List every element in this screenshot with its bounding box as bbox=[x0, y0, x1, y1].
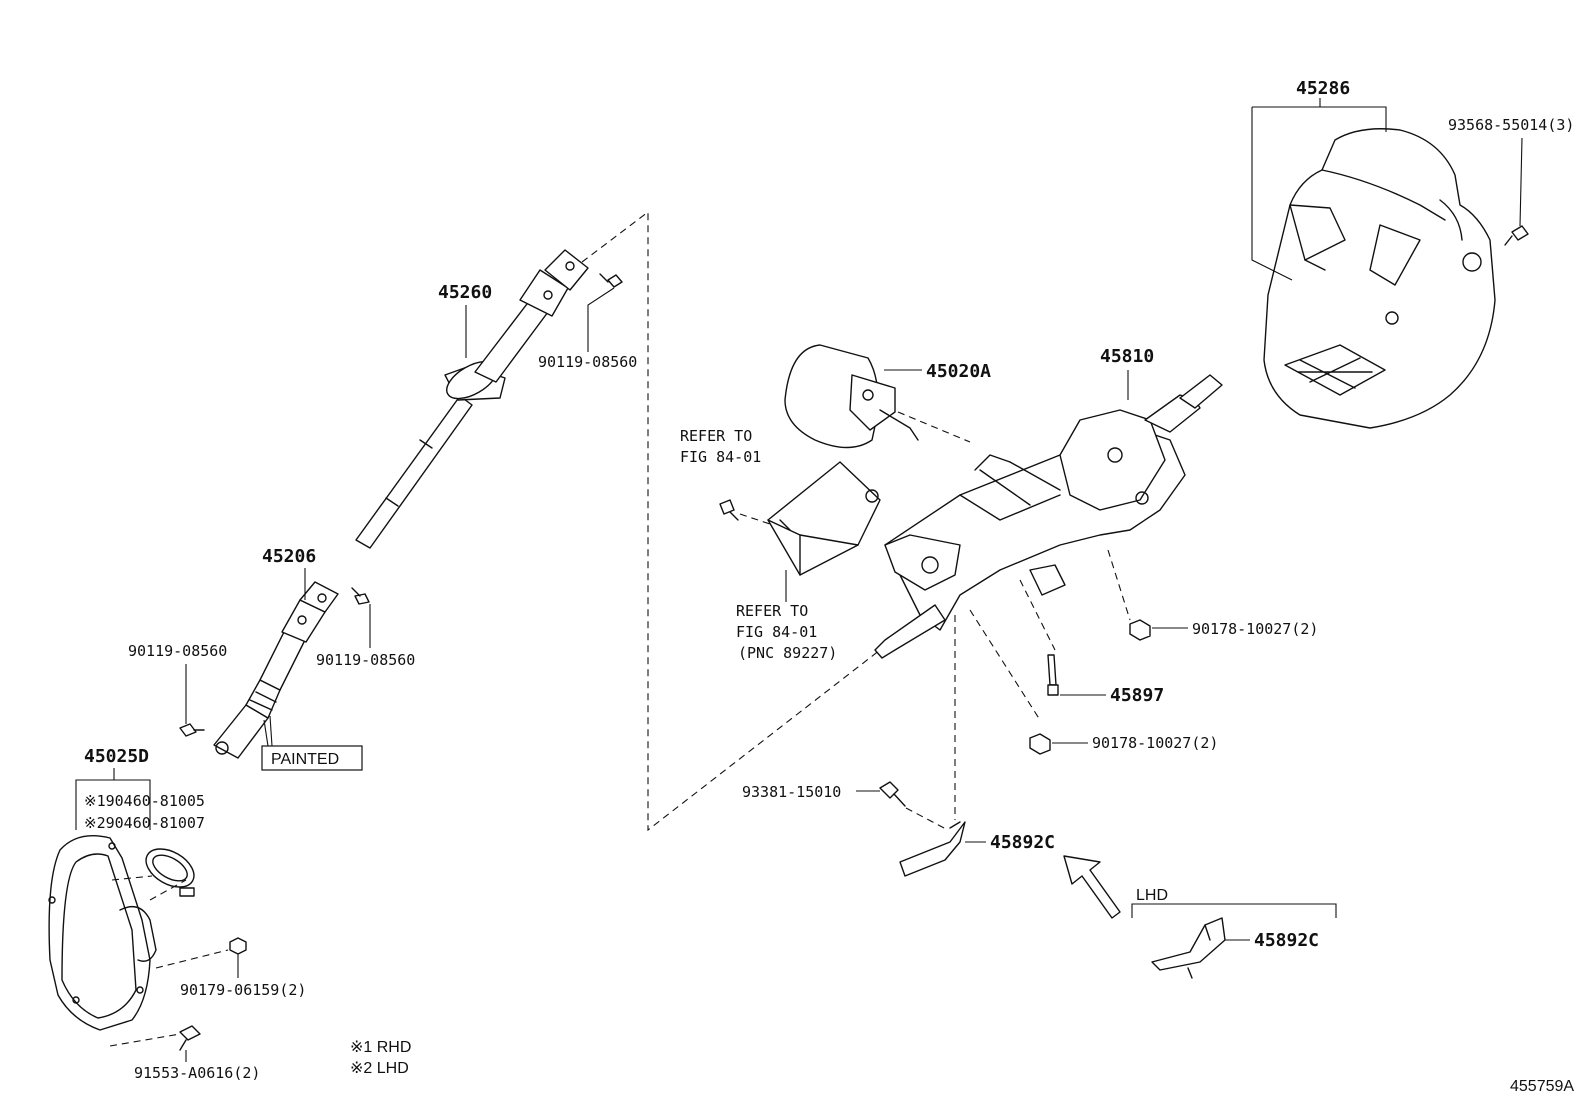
hose-clamp-part[interactable] bbox=[139, 841, 200, 897]
label-90119-top: 90119-08560 bbox=[538, 353, 637, 371]
bolt-91553-part[interactable] bbox=[179, 1025, 201, 1051]
note-1-part: ※190460-81005 bbox=[84, 792, 205, 810]
bolt-93381-part[interactable] bbox=[879, 781, 906, 807]
label-45897: 45897 bbox=[1110, 685, 1164, 706]
label-45025D: 45025D bbox=[84, 746, 149, 767]
steering-column-part[interactable] bbox=[874, 374, 1223, 659]
refer-upper-line2: FIG 84-01 bbox=[680, 448, 761, 466]
screw-refer-part[interactable] bbox=[719, 499, 739, 521]
column-cover-part[interactable] bbox=[1263, 128, 1496, 429]
note-2-part: ※290460-81007 bbox=[84, 814, 205, 832]
painted-box bbox=[261, 745, 363, 771]
refer-upper-line1: REFER TO bbox=[680, 427, 752, 445]
bracket-45892C-upper-part[interactable] bbox=[899, 821, 966, 877]
label-90119-right: 90119-08560 bbox=[316, 651, 415, 669]
nut-90179-part[interactable] bbox=[229, 937, 247, 955]
ecu-module-part[interactable] bbox=[767, 461, 881, 576]
nut-90178-lower-part[interactable] bbox=[1029, 733, 1051, 755]
dash-cover-part[interactable] bbox=[48, 835, 157, 1031]
bolt-90119-right-part[interactable] bbox=[351, 587, 370, 605]
legend-lhd: ※2 LHD bbox=[350, 1060, 409, 1077]
label-93381: 93381-15010 bbox=[742, 783, 841, 801]
label-painted: PAINTED bbox=[271, 751, 339, 768]
legend-rhd: ※1 RHD bbox=[350, 1039, 411, 1056]
label-93568: 93568-55014(3) bbox=[1448, 116, 1574, 134]
steering-lock-part[interactable] bbox=[784, 344, 919, 449]
nut-90178-right-part[interactable] bbox=[1129, 619, 1151, 641]
label-45892C-upper: 45892C bbox=[990, 832, 1055, 853]
label-90179: 90179-06159(2) bbox=[180, 981, 306, 999]
label-45286: 45286 bbox=[1296, 78, 1350, 99]
label-45810: 45810 bbox=[1100, 346, 1154, 367]
label-45206: 45206 bbox=[262, 546, 316, 567]
label-lhd: LHD bbox=[1136, 887, 1168, 904]
bolt-90119-left-part[interactable] bbox=[179, 723, 205, 737]
label-91553: 91553-A0616(2) bbox=[134, 1064, 260, 1082]
label-45892C-lhd: 45892C bbox=[1254, 930, 1319, 951]
bracket-45892C-lhd-part[interactable] bbox=[1151, 917, 1226, 979]
label-90178-right: 90178-10027(2) bbox=[1192, 620, 1318, 638]
bolt-90119-top-part[interactable] bbox=[599, 273, 623, 288]
refer-lower-line2: FIG 84-01 bbox=[736, 623, 817, 641]
lower-shaft-part[interactable] bbox=[213, 581, 339, 759]
refer-lower-line3: (PNC 89227) bbox=[738, 644, 837, 662]
screw-93568-part[interactable] bbox=[1504, 225, 1529, 246]
label-90178-lower: 90178-10027(2) bbox=[1092, 734, 1218, 752]
refer-lower-line1: REFER TO bbox=[736, 602, 808, 620]
bolt-45897-part[interactable] bbox=[1047, 654, 1059, 696]
label-45260: 45260 bbox=[438, 282, 492, 303]
label-45020A: 45020A bbox=[926, 361, 991, 382]
label-90119-left: 90119-08560 bbox=[128, 642, 227, 660]
direction-arrow bbox=[1063, 855, 1121, 919]
figure-id: 455759A bbox=[1510, 1078, 1574, 1095]
intermediate-shaft-part[interactable] bbox=[355, 249, 589, 549]
